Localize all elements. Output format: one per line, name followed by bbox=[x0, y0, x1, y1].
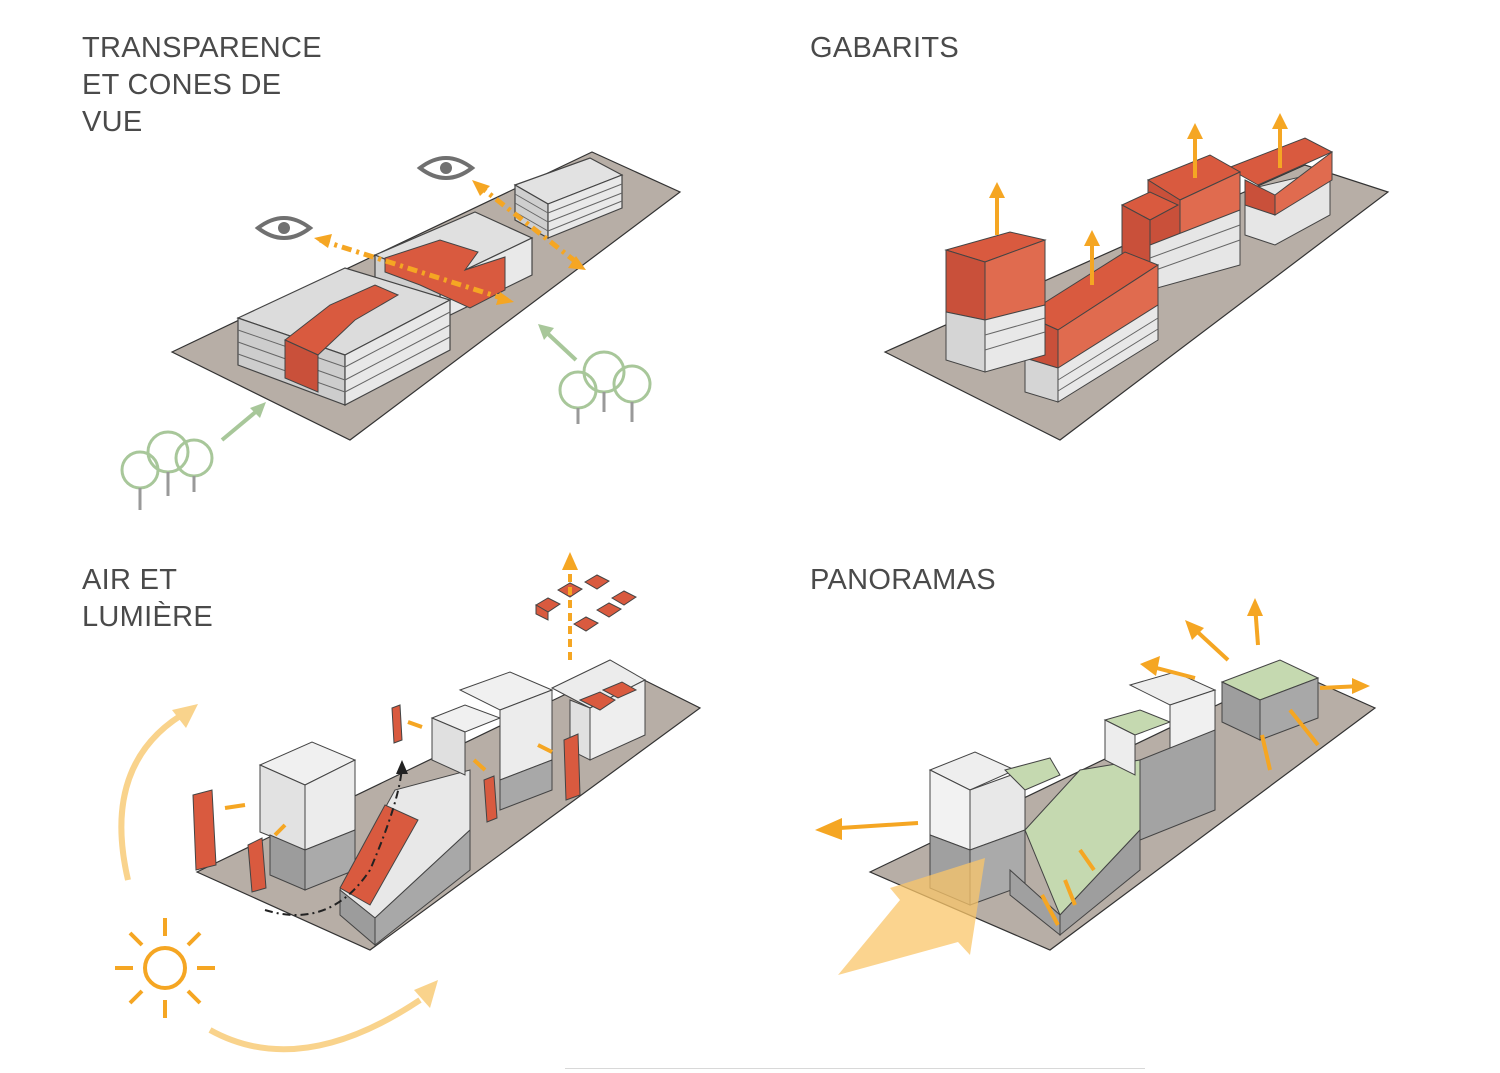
sun-arc bbox=[118, 707, 192, 881]
arrow-icon bbox=[1272, 113, 1288, 129]
eye-icon bbox=[416, 156, 476, 180]
arrow-icon bbox=[544, 330, 578, 362]
building-back-right bbox=[1226, 137, 1334, 246]
arrow-icon bbox=[1247, 598, 1263, 616]
arrow-icon bbox=[562, 552, 578, 570]
building-block-left bbox=[258, 741, 357, 891]
building-block-slope bbox=[339, 769, 471, 947]
tree-icon bbox=[558, 350, 652, 424]
building-tall bbox=[1120, 154, 1242, 291]
arrow-icon bbox=[1352, 678, 1370, 694]
building-back bbox=[1220, 659, 1320, 741]
arrow-icon bbox=[1187, 123, 1203, 139]
view-arrows bbox=[319, 183, 582, 303]
arrow-icon bbox=[538, 324, 554, 340]
sun-icon bbox=[115, 918, 215, 1018]
arrow-icon bbox=[472, 180, 490, 196]
red-panels bbox=[192, 704, 581, 893]
arrow-icon bbox=[1084, 230, 1100, 246]
arrow-icon bbox=[314, 234, 332, 248]
eye-icon bbox=[254, 216, 314, 240]
panel-title-panoramas: PANORAMAS bbox=[810, 564, 996, 596]
big-view-arrow bbox=[838, 858, 985, 975]
panel-title-transparence: TRANSPARENCE ET CONES DE VUE bbox=[82, 30, 322, 141]
building-middle bbox=[1103, 671, 1217, 841]
arrow-icon bbox=[815, 818, 842, 840]
sun-arc bbox=[208, 997, 422, 1053]
title-line-1: TRANSPARENCE bbox=[82, 32, 322, 64]
panel-title-air: AIR ET LUMIÈRE bbox=[82, 564, 214, 633]
arrow-icon bbox=[396, 760, 408, 774]
arrow-icon bbox=[1140, 656, 1160, 676]
building-middle bbox=[1023, 251, 1160, 403]
up-arrows bbox=[995, 128, 1282, 285]
arrow-icon bbox=[172, 704, 198, 728]
tree-icon bbox=[120, 430, 214, 510]
building-block-right bbox=[550, 659, 647, 761]
bottom-rule bbox=[565, 1068, 1145, 1069]
arrow-icon bbox=[414, 980, 438, 1008]
arrow-icon bbox=[250, 402, 266, 418]
terraces bbox=[1009, 759, 1141, 937]
building-block-mid bbox=[430, 671, 554, 811]
building-front bbox=[944, 231, 1047, 373]
air-flow-path bbox=[264, 765, 403, 916]
light-arrows bbox=[224, 570, 572, 837]
arrow-icon bbox=[568, 256, 586, 270]
arrow-icon bbox=[496, 292, 514, 305]
arrow-icon bbox=[989, 182, 1005, 198]
arrow-icon bbox=[220, 408, 260, 442]
building-front bbox=[236, 267, 452, 406]
panel-title-gabarits: GABARITS bbox=[810, 32, 960, 64]
title-line-2: ET CONES DE VUE bbox=[82, 69, 282, 138]
arrow-icon bbox=[1185, 620, 1204, 640]
building-back bbox=[513, 157, 624, 240]
